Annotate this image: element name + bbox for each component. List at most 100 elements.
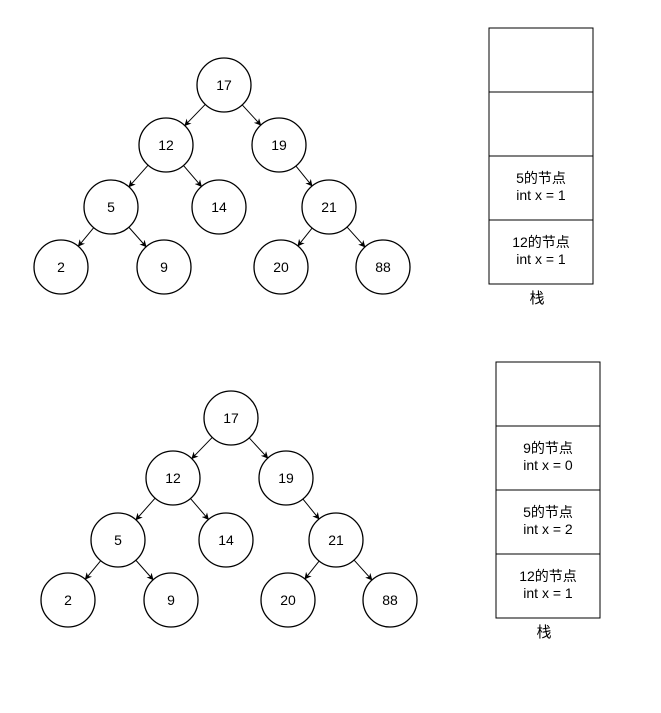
tree-node-circle xyxy=(90,512,146,568)
tree-node: 17 xyxy=(196,57,252,113)
tree-node-label: 21 xyxy=(328,532,344,548)
tree-node-label: 12 xyxy=(165,470,181,486)
tree-node: 88 xyxy=(355,239,411,295)
tree-node: 9 xyxy=(143,572,199,628)
tree-node-label: 14 xyxy=(218,532,234,548)
stack-cell-box xyxy=(488,155,594,221)
tree-node-circle xyxy=(258,450,314,506)
tree-edge xyxy=(346,226,366,248)
tree-edge xyxy=(302,498,320,520)
tree-node-label: 5 xyxy=(107,199,115,215)
tree-node-circle xyxy=(145,450,201,506)
tree-node-circle xyxy=(301,179,357,235)
tree-node-label: 12 xyxy=(158,137,174,153)
tree-edge xyxy=(84,560,102,580)
tree-node-label: 2 xyxy=(64,592,72,608)
tree-node: 5 xyxy=(83,179,139,235)
tree-edge xyxy=(128,226,147,248)
stack-cell-box xyxy=(495,425,601,491)
tree-node-label: 17 xyxy=(223,410,239,426)
stack-cell-box xyxy=(495,553,601,619)
tree-node: 19 xyxy=(251,117,307,173)
stack-cell xyxy=(488,27,594,93)
tree-node: 14 xyxy=(198,512,254,568)
tree-edge xyxy=(128,164,149,188)
tree-node-circle xyxy=(196,57,252,113)
tree-node-circle xyxy=(143,572,199,628)
stack-cell-frame-name: 5的节点 xyxy=(523,504,573,520)
tree-edge xyxy=(77,227,95,247)
tree-edge xyxy=(190,498,209,521)
tree-node-label: 88 xyxy=(375,259,391,275)
stack-cell-frame-name: 12的节点 xyxy=(512,234,570,250)
stack-cell-variable: int x = 1 xyxy=(516,251,566,267)
stack-cell-variable: int x = 1 xyxy=(516,187,566,203)
tree-node-label: 20 xyxy=(273,259,289,275)
tree-node-label: 5 xyxy=(114,532,122,548)
tree-node-circle xyxy=(251,117,307,173)
tree-node: 20 xyxy=(260,572,316,628)
tree-node-label: 17 xyxy=(216,77,232,93)
tree-node-circle xyxy=(253,239,309,295)
tree-node-label: 2 xyxy=(57,259,65,275)
stack-cell-variable: int x = 0 xyxy=(523,457,573,473)
tree-node: 12 xyxy=(145,450,201,506)
tree-node: 9 xyxy=(136,239,192,295)
tree-node-circle xyxy=(83,179,139,235)
tree-edge xyxy=(353,559,373,581)
tree-node: 88 xyxy=(362,572,418,628)
tree-node-label: 21 xyxy=(321,199,337,215)
stack-cell-frame-name: 9的节点 xyxy=(523,440,573,456)
tree-node-circle xyxy=(191,179,247,235)
tree-node-label: 20 xyxy=(280,592,296,608)
tree-edge xyxy=(297,227,313,247)
tree-node-label: 9 xyxy=(167,592,175,608)
tree-node-circle xyxy=(362,572,418,628)
tree-edge xyxy=(184,104,206,127)
tree-node-circle xyxy=(260,572,316,628)
stack-cell-frame-name: 5的节点 xyxy=(516,170,566,186)
tree-node-label: 88 xyxy=(382,592,398,608)
tree-node-circle xyxy=(40,572,96,628)
tree-node-circle xyxy=(198,512,254,568)
tree-node-circle xyxy=(33,239,89,295)
tree-node-circle xyxy=(308,512,364,568)
tree-node-circle xyxy=(355,239,411,295)
stack-label: 栈 xyxy=(529,290,544,307)
stack-cell-frame-name: 12的节点 xyxy=(519,568,577,584)
tree-node-label: 19 xyxy=(278,470,294,486)
tree-edge xyxy=(241,104,262,126)
stack-cell-box xyxy=(488,219,594,285)
stack-cell-box xyxy=(488,27,594,93)
tree-node: 19 xyxy=(258,450,314,506)
tree-node-label: 19 xyxy=(271,137,287,153)
tree-edge xyxy=(135,497,156,521)
stack-cell-variable: int x = 1 xyxy=(523,585,573,601)
tree-node: 5 xyxy=(90,512,146,568)
tree-node-circle xyxy=(203,390,259,446)
tree-node: 2 xyxy=(40,572,96,628)
stack-cell-box xyxy=(488,91,594,157)
tree-edge xyxy=(191,437,213,460)
stack-label: 栈 xyxy=(536,624,551,641)
tree-node-circle xyxy=(136,239,192,295)
tree-edge xyxy=(295,165,313,187)
tree-node: 17 xyxy=(203,390,259,446)
tree-edge xyxy=(248,437,269,459)
tree-node-label: 9 xyxy=(160,259,168,275)
stack-cell xyxy=(488,91,594,157)
tree-node: 21 xyxy=(308,512,364,568)
tree-node: 2 xyxy=(33,239,89,295)
tree-edge xyxy=(135,559,154,581)
tree-node: 12 xyxy=(138,117,194,173)
tree-node-circle xyxy=(138,117,194,173)
tree-node: 14 xyxy=(191,179,247,235)
